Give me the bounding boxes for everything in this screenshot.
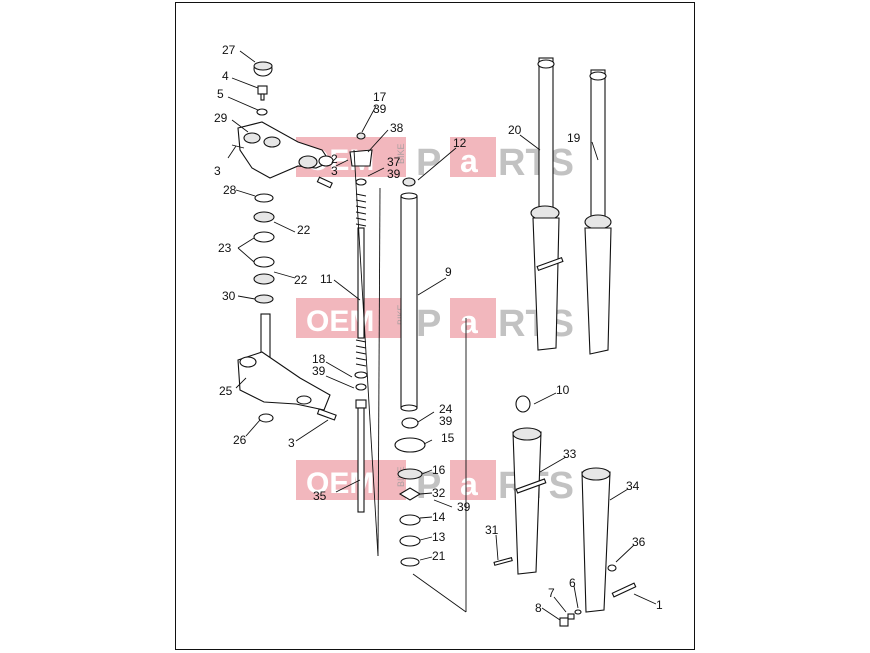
callout-36: 36 xyxy=(632,535,646,549)
callout-20: 20 xyxy=(508,123,522,137)
callout-22: 22 xyxy=(294,273,308,287)
callout-39: 39 xyxy=(439,414,453,428)
part-seal-30 xyxy=(254,294,274,304)
callout-32: 32 xyxy=(432,486,446,500)
callout-9: 9 xyxy=(445,265,452,279)
callout-11: 11 xyxy=(320,272,333,286)
callout-39: 39 xyxy=(387,167,401,181)
callout-22: 22 xyxy=(297,223,311,237)
leader-lines xyxy=(227,50,657,621)
part-seal-28 xyxy=(254,193,274,203)
watermark-p: P xyxy=(416,303,441,345)
callout-37: 37 xyxy=(387,155,401,169)
callout-26: 26 xyxy=(233,433,247,447)
watermark-p: P xyxy=(416,142,441,184)
callout-4: 4 xyxy=(222,69,229,83)
callout-16: 16 xyxy=(432,463,446,477)
callout-28: 28 xyxy=(223,183,237,197)
callout-10: 10 xyxy=(556,383,570,397)
callout-6: 6 xyxy=(569,576,576,590)
callout-15: 15 xyxy=(441,431,455,445)
callout-13: 13 xyxy=(432,530,446,544)
part-slider-33 xyxy=(493,427,547,575)
callout-25: 25 xyxy=(219,384,233,398)
callout-2: 2 xyxy=(331,152,338,166)
part-damper-rod xyxy=(349,132,381,557)
callout-23: 23 xyxy=(218,241,232,255)
part-ring-26 xyxy=(258,413,274,423)
watermark-a: a xyxy=(460,143,478,179)
callout-27: 27 xyxy=(222,43,236,57)
callout-19: 19 xyxy=(567,131,581,145)
callout-35: 35 xyxy=(313,489,327,503)
part-cap xyxy=(253,61,273,77)
part-bushing-10 xyxy=(515,395,531,413)
callout-30: 30 xyxy=(222,289,236,303)
callout-14: 14 xyxy=(432,510,446,524)
callout-5: 5 xyxy=(217,87,224,101)
fork-assembly-20 xyxy=(530,57,564,351)
callout-38: 38 xyxy=(390,121,404,135)
callout-3: 3 xyxy=(288,436,295,450)
callout-39: 39 xyxy=(457,500,471,514)
watermark-a: a xyxy=(460,466,478,502)
callout-21: 21 xyxy=(432,549,446,563)
watermark-middle: OEM P a RTS BIKE xyxy=(296,298,574,345)
callout-1: 1 xyxy=(656,598,663,612)
part-upper-bracket xyxy=(231,121,334,189)
watermark-a: a xyxy=(460,304,478,340)
watermark-top: OEM P a RTS BIKE xyxy=(296,137,574,184)
part-slider-34 xyxy=(581,467,637,613)
callout-39: 39 xyxy=(312,364,326,378)
part-washer-5 xyxy=(256,108,268,116)
part-nut-4 xyxy=(257,85,268,101)
fork-assembly-19 xyxy=(584,69,612,355)
watermark-rts: RTS xyxy=(498,142,574,184)
part-bearings-22 xyxy=(253,211,275,285)
part-axle-hardware xyxy=(559,609,582,627)
callout-labels: 27 4 5 29 3 28 23 22 22 30 25 26 3 17 39… xyxy=(214,43,663,615)
callout-8: 8 xyxy=(535,601,542,615)
callout-18: 18 xyxy=(312,352,326,366)
part-fork-tube xyxy=(394,177,467,613)
watermark-bike: BIKE xyxy=(396,143,406,164)
callout-24: 24 xyxy=(439,402,453,416)
callout-31: 31 xyxy=(485,523,499,537)
callout-17: 17 xyxy=(373,90,387,104)
callout-7: 7 xyxy=(548,586,555,600)
callout-3: 3 xyxy=(331,164,338,178)
callout-3: 3 xyxy=(214,164,221,178)
callout-12: 12 xyxy=(453,136,467,150)
callout-29: 29 xyxy=(214,111,228,125)
part-lower-bracket xyxy=(237,313,337,421)
callout-39: 39 xyxy=(373,102,387,116)
callout-34: 34 xyxy=(626,479,640,493)
callout-33: 33 xyxy=(563,447,577,461)
